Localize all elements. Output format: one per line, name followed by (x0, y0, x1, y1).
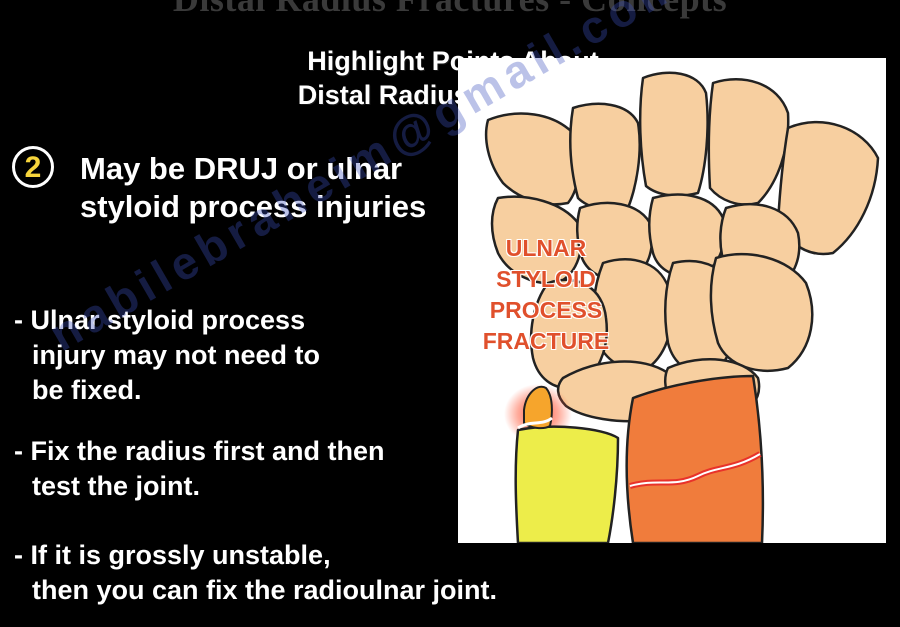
point-number-badge: 2 (12, 146, 54, 188)
bullet-2-line-2: test the joint. (32, 471, 200, 501)
ulna-bone (514, 425, 620, 543)
slide-title: Distal Radius Fractures - Concepts (0, 0, 900, 20)
fracture-label: ULNAR STYLOID PROCESS FRACTURE (470, 233, 622, 357)
key-point-line-2: styloid process injuries (80, 189, 427, 224)
bullet-item-2: - Fix the radius first and then test the… (14, 434, 385, 504)
bullet-1-line-2: injury may not need to (32, 340, 321, 370)
key-point-text: May be DRUJ or ulnar styloid process inj… (80, 150, 480, 226)
carpal-bones (490, 193, 814, 390)
bullet-item-3: - If it is grossly unstable, then you ca… (14, 538, 497, 608)
wrist-bones-illustration (458, 58, 886, 543)
bullet-1-line-3: be fixed. (32, 375, 142, 405)
metacarpal-bones (484, 71, 880, 256)
key-point-line-1: May be DRUJ or ulnar (80, 151, 403, 186)
radius-fracture-line-highlight (629, 453, 761, 487)
fracture-label-line-2: STYLOID (496, 266, 596, 292)
bullet-3-line-1: - If it is grossly unstable, (14, 540, 331, 570)
bullet-3-line-2: then you can fix the radioulnar joint. (32, 575, 498, 605)
radius-bone (625, 374, 765, 543)
fracture-label-line-1: ULNAR (505, 235, 587, 261)
ulnar-styloid-fragment (523, 385, 553, 430)
bullet-1-line-1: - Ulnar styloid process (14, 305, 306, 335)
fracture-label-line-3: PROCESS (489, 297, 603, 323)
fracture-label-line-4: FRACTURE (482, 328, 610, 354)
bullet-item-1: - Ulnar styloid process injury may not n… (14, 303, 320, 408)
bullet-2-line-1: - Fix the radius first and then (14, 436, 385, 466)
ulnar-fracture-line (517, 416, 553, 430)
